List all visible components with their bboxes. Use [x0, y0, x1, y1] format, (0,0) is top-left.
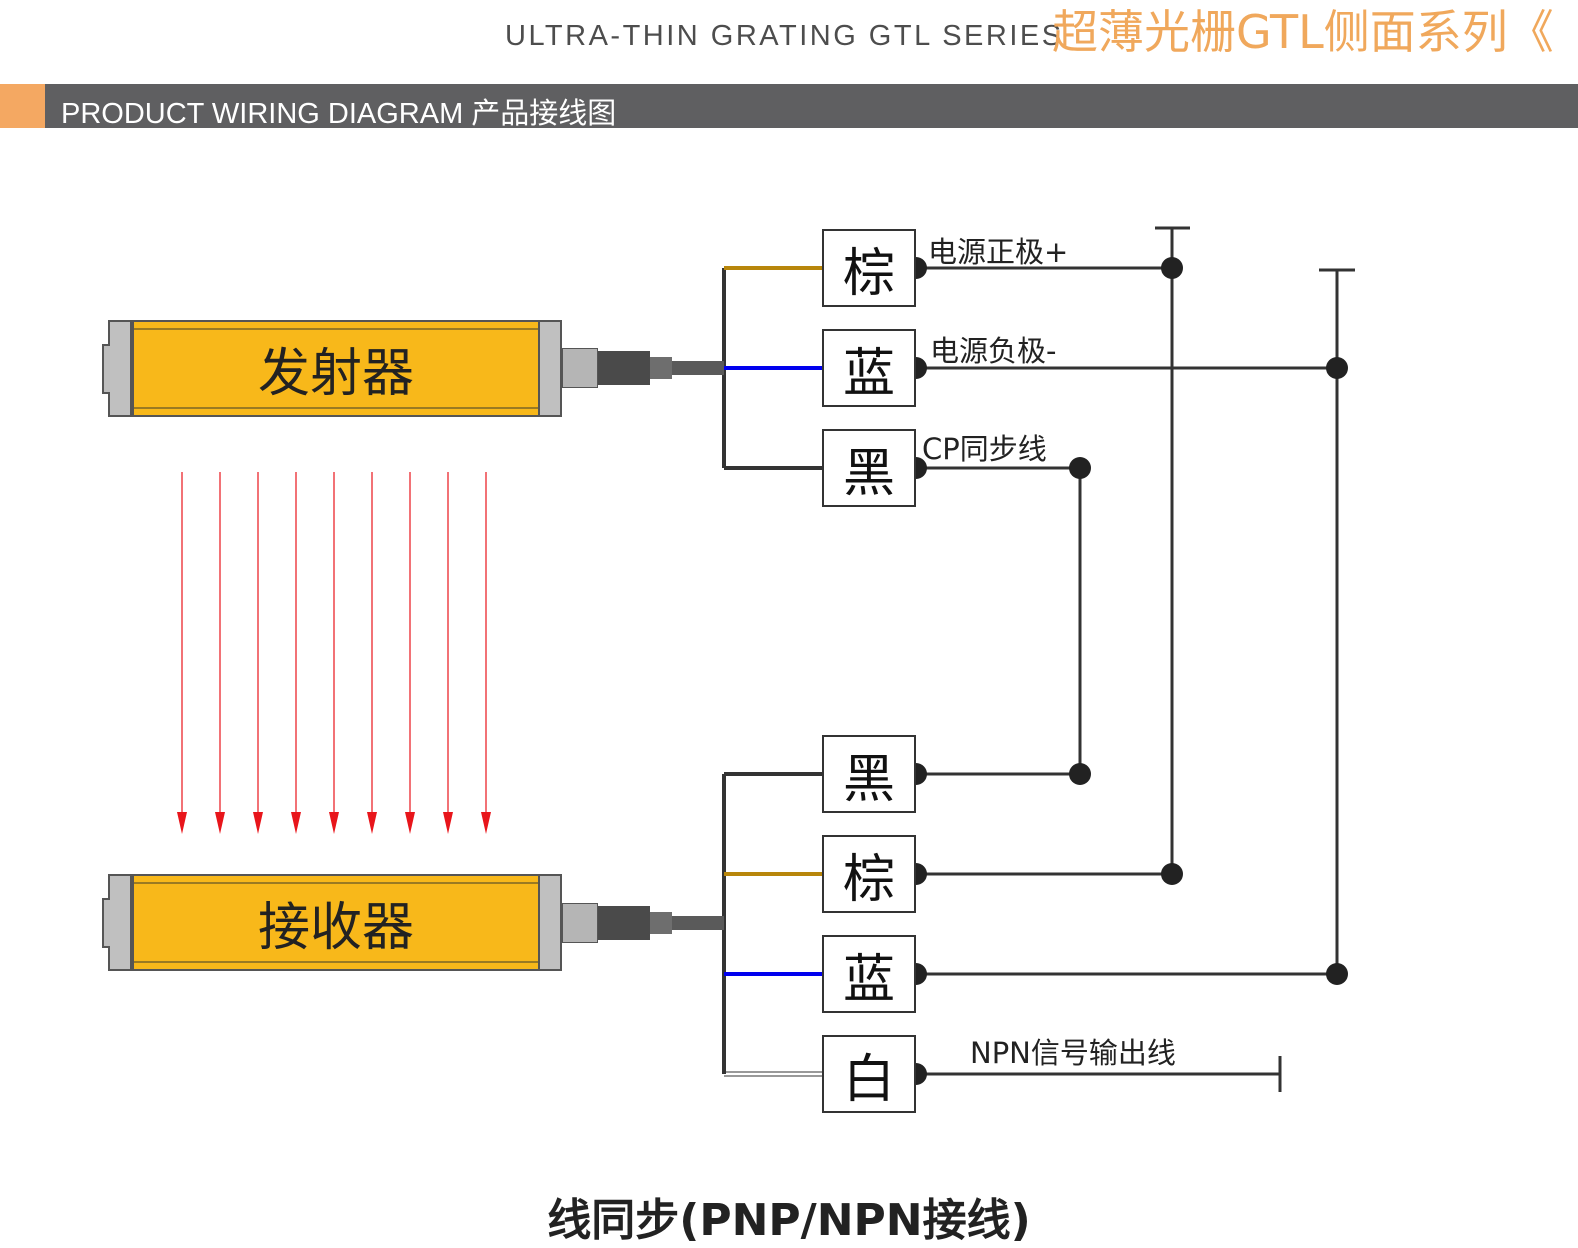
- receiver-label: 接收器: [257, 898, 414, 958]
- section-banner: PRODUCT WIRING DIAGRAM 产品接线图: [0, 84, 1578, 130]
- light-beams: [177, 472, 491, 834]
- beam-arrowhead-2: [215, 812, 225, 834]
- emitter-endcap-left: [102, 320, 132, 417]
- receiver-wire-box-brown: 棕: [822, 835, 916, 913]
- receiver-endcap-right: [538, 874, 562, 971]
- label-npn-output: NPN信号输出线: [970, 1036, 1176, 1070]
- banner-accent: [0, 84, 45, 128]
- emitter-connector: [562, 348, 724, 388]
- receiver-wire-box-blue: 蓝: [822, 935, 916, 1013]
- beam-arrowhead-6: [367, 812, 377, 834]
- beam-arrowhead-4: [291, 812, 301, 834]
- receiver-endcap-left: [102, 874, 132, 971]
- emitter-wire-box-black: 黑: [822, 429, 916, 507]
- emitter-harness: [722, 266, 822, 470]
- series-title-en: ULTRA-THIN GRATING GTL SERIES: [505, 20, 1064, 52]
- receiver-body: [132, 874, 540, 971]
- beam-arrowhead-7: [405, 812, 415, 834]
- banner-title: PRODUCT WIRING DIAGRAM 产品接线图: [61, 98, 617, 130]
- beam-arrowhead-3: [253, 812, 263, 834]
- emitter-wire-box-brown: 棕: [822, 229, 916, 307]
- junction-dots: [905, 257, 1348, 1085]
- beam-arrowhead-9: [481, 812, 491, 834]
- emitter-endcap-right: [538, 320, 562, 417]
- receiver-harness: [722, 772, 822, 1077]
- beam-arrowhead-8: [443, 812, 453, 834]
- beam-arrowhead-5: [329, 812, 339, 834]
- emitter-body: [132, 320, 540, 417]
- label-power-negative: 电源负极-: [930, 334, 1057, 368]
- beam-arrowhead-1: [177, 812, 187, 834]
- emitter-wire-box-blue: 蓝: [822, 329, 916, 407]
- receiver-device: 接收器: [102, 874, 562, 971]
- label-cp-sync: CP同步线: [922, 432, 1047, 466]
- diagram-caption: 线同步(PNP/NPN接线): [547, 1195, 1031, 1246]
- label-power-positive: 电源正极+: [928, 235, 1069, 269]
- receiver-wire-box-black: 黑: [822, 735, 916, 813]
- emitter-device: 发射器: [102, 320, 562, 417]
- receiver-connector: [562, 903, 724, 943]
- receiver-wire-box-white: 白: [822, 1035, 916, 1113]
- emitter-label: 发射器: [257, 344, 414, 404]
- series-title-cn: 超薄光栅GTL侧面系列《: [1052, 5, 1554, 59]
- output-connections: [916, 226, 1355, 1092]
